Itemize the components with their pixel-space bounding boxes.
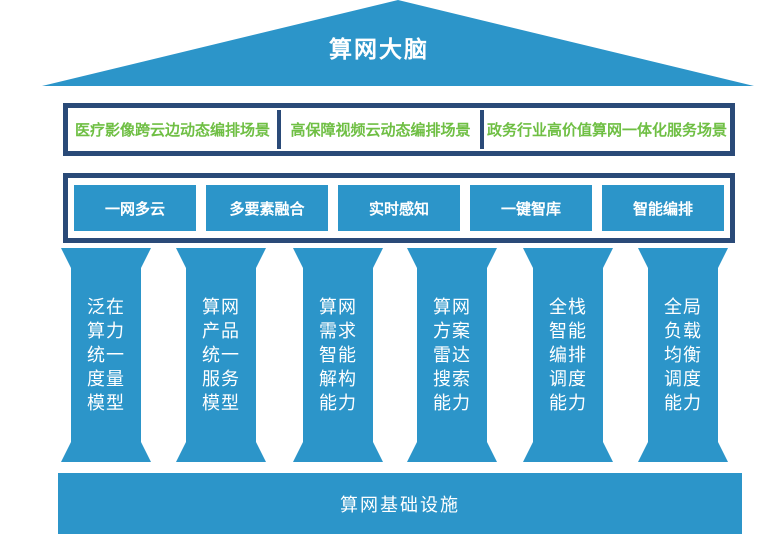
pillar-label-line: 全局 [664,297,702,317]
scenario-item: 政务行业高价值算网一体化服务场景 [486,122,727,139]
pillar: 泛在 算力 统一 度量 模型 [61,248,151,462]
capability-box: 多要素融合 [206,185,328,231]
pillar-label-line: 智能 [319,345,357,365]
pillar-label-line: 泛在 [87,297,125,317]
pillar-label-line: 能力 [549,393,587,413]
pillar-label-line: 统一 [202,345,240,365]
pillar-label-line: 调度 [549,369,587,389]
pillar-label-line: 负载 [664,321,702,341]
pillar-label-line: 统一 [87,345,125,365]
capability-box: 实时感知 [338,185,460,231]
pillar-label-line: 算网 [202,297,240,317]
foundation-label: 算网基础设施 [340,494,460,515]
capability-box: 智能编排 [602,185,724,231]
scenario-item: 医疗影像跨云边动态编排场景 [74,122,270,139]
capability-box: 一键智库 [470,185,592,231]
pillar-label-line: 能力 [664,393,702,413]
pillar-label-line: 方案 [433,321,471,341]
pillar-label-line: 调度 [664,369,702,389]
capability-box: 一网多云 [74,185,196,231]
pillar-label-line: 解构 [319,369,357,389]
pillar-label-line: 算网 [433,297,471,317]
pillar-label-line: 能力 [319,393,357,413]
pillar-label-line: 均衡 [664,345,702,365]
pillar: 算网 需求 智能 解构 能力 [293,248,383,462]
pillar-label-line: 智能 [549,321,587,341]
pillar-label-line: 度量 [87,369,125,389]
pillar-label-line: 搜索 [433,369,471,389]
pillar-label-line: 服务 [202,369,240,389]
pillar-label-line: 模型 [202,393,240,413]
scenario-divider [480,110,484,149]
pillar-label-line: 能力 [433,393,471,413]
scenario-bar: 医疗影像跨云边动态编排场景 高保障视频云动态编排场景 政务行业高价值算网一体化服… [63,103,735,156]
pillar-label-line: 算网 [319,297,357,317]
pillar-label-line: 全栈 [549,297,587,317]
pillar: 全栈 智能 编排 调度 能力 [523,248,613,462]
foundation-bar: 算网基础设施 [58,473,742,534]
pillar-label-line: 编排 [549,345,587,365]
scenario-item: 高保障视频云动态编排场景 [290,122,471,139]
pillar-label-line: 需求 [319,321,357,341]
pillar: 算网 产品 统一 服务 模型 [176,248,266,462]
pillar-label-line: 产品 [202,321,240,341]
pillar-label-line: 雷达 [433,345,471,365]
capabilities-bar: 一网多云 多要素融合 实时感知 一键智库 智能编排 [63,173,735,243]
scenario-divider [277,110,281,149]
pillar-label-line: 模型 [87,393,125,413]
pillar: 算网 方案 雷达 搜索 能力 [407,248,497,462]
pillar-label-line: 算力 [87,321,125,341]
pillar: 全局 负载 均衡 调度 能力 [638,248,728,462]
diagram-title: 算网大脑 [329,36,429,62]
